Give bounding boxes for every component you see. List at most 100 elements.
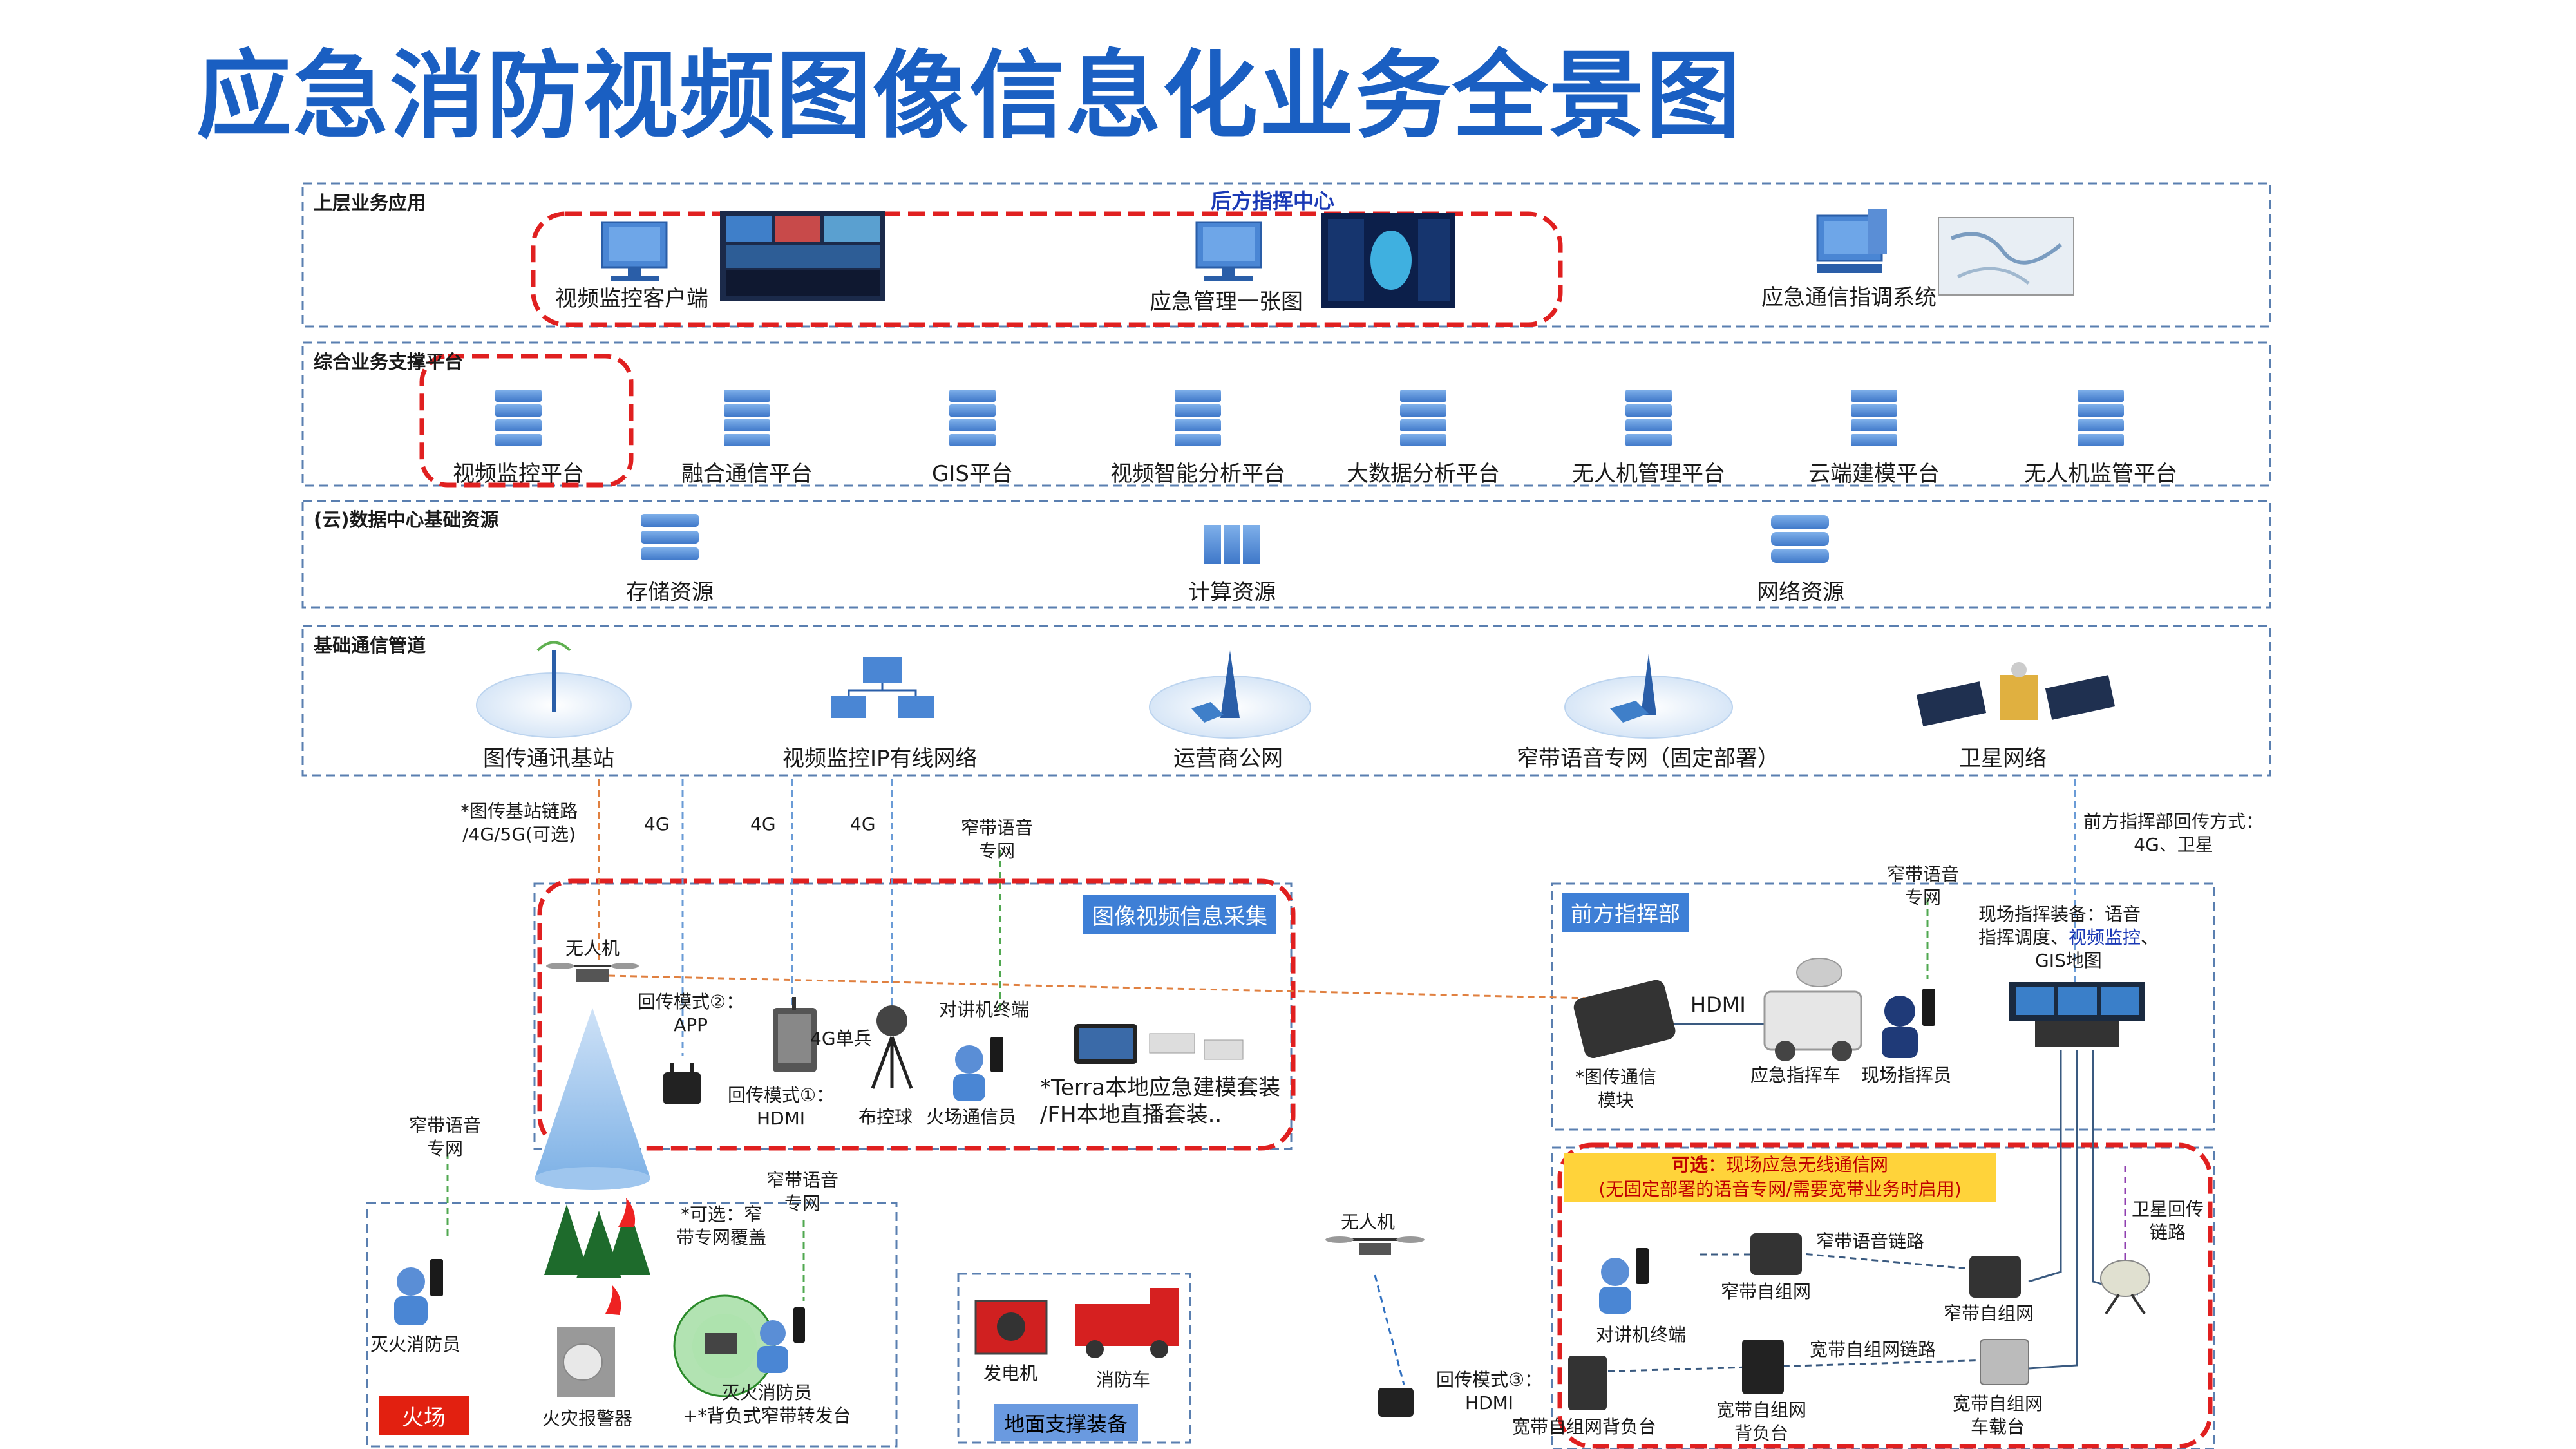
broadband-backpack-icon [1568, 1340, 1784, 1410]
satellite-icon [1916, 662, 2116, 726]
network-resource-icon [1771, 515, 1829, 563]
layer-support-box [301, 341, 2271, 487]
optional-net-outer-box [1551, 1146, 2215, 1449]
collection-header: 图像视频信息采集 [1083, 895, 1276, 934]
ground-box [957, 1273, 1191, 1444]
platform-label: GIS平台 [932, 461, 1013, 487]
comm-staff-label: 火场通信员 [926, 1106, 1017, 1128]
firefighter-comm-icon [953, 1037, 1003, 1101]
highlight-video-platform [419, 354, 634, 488]
narrow-voice-label-4: 窄带语音专网 [766, 1170, 839, 1214]
opt-bb-car-label: 宽带自组网车载台 [1953, 1393, 2043, 1437]
control-ball-icon [871, 1005, 913, 1089]
command-vehicle-icon [1763, 958, 1862, 1061]
opt-nb-link-label: 窄带语音链路 [1816, 1231, 1925, 1252]
compute-icon [1204, 525, 1260, 564]
server-icon [1625, 390, 1672, 446]
front-return-label: 前方指挥部回传方式：4G、卫星 [2083, 811, 2264, 855]
hdmi-label: HDMI [1690, 992, 1746, 1017]
server-icon [724, 390, 770, 446]
remote-controller-icon [663, 1063, 701, 1104]
layer-label-upper: 上层业务应用 [314, 192, 426, 214]
return-app-label: 回传模式②：APP [638, 991, 744, 1036]
opt-bb-back1-label: 宽带自组网背负台 [1512, 1416, 1657, 1437]
tablet-drone-kit-icon [1074, 1024, 1244, 1064]
map-screenshot-icon [1938, 217, 2074, 296]
highlight-collection [537, 878, 1296, 1151]
platform-label: 融合通信平台 [681, 461, 813, 487]
opt-bb-back2-label: 宽带自组网背负台 [1716, 1399, 1807, 1444]
vehicle-label: 应急指挥车 [1750, 1065, 1841, 1086]
page-title: 应急消防视频图像信息化业务全景图 [196, 41, 1742, 151]
firefighter-repeater-label: 灭火消防员+*背负式窄带转发台 [683, 1382, 851, 1426]
drone-coverage-cone [535, 1008, 650, 1179]
firefighter-icon [394, 1259, 443, 1325]
layer-datacenter-box [301, 500, 2271, 609]
front-command-box [1551, 882, 2215, 1131]
base-station-link-label: *图传基站链路/4G/5G(可选) [460, 800, 578, 845]
server-icon [2078, 390, 2124, 446]
fire-scene-box [366, 1202, 898, 1448]
server-icon [1851, 390, 1897, 446]
dc-storage: 存储资源 [626, 580, 714, 605]
drone-icon [1325, 1236, 1425, 1255]
video-wall-photo-icon [720, 211, 885, 301]
satellite-dish-icon [2100, 1260, 2150, 1315]
ball-label: 布控球 [858, 1106, 913, 1128]
platform-label: 大数据分析平台 [1347, 461, 1500, 487]
image-transmission-module-icon [1573, 980, 1676, 1059]
firefighter-label: 灭火消防员 [370, 1334, 461, 1355]
drone-icon [546, 963, 639, 982]
opt-nb2-label: 窄带自组网 [1944, 1303, 2034, 1324]
module-label: *图传通信模块 [1575, 1066, 1657, 1111]
monitor-icon [601, 221, 668, 281]
narrowband-repeater-icon [673, 1294, 776, 1397]
narrowband-adhoc-icon [1750, 1233, 2021, 1298]
pipe-satellite: 卫星网络 [1959, 746, 2047, 772]
lte-label-3: 4G [850, 813, 876, 835]
server-icon [1400, 390, 1446, 446]
layer-label-pipe: 基础通信管道 [314, 634, 426, 656]
return-hdmi-label: 回传模式①：HDMI [728, 1084, 835, 1129]
opt-nb1-label: 窄带自组网 [1721, 1281, 1812, 1302]
layer-pipe-box [301, 625, 2271, 777]
app-emergency-map: 应急管理一张图 [1150, 289, 1303, 315]
pipe-ip-network: 视频监控IP有线网络 [782, 746, 978, 772]
pipe-narrowband: 窄带语音专网（固定部署） [1517, 746, 1779, 772]
field-command-terminal-icon [2009, 982, 2145, 1046]
alarm-label: 火灾报警器 [542, 1408, 633, 1429]
monitor-icon [1195, 221, 1262, 281]
storage-icon [641, 514, 699, 560]
opt-sat-label: 卫星回传链路 [2132, 1198, 2204, 1243]
platform-label: 云端建模平台 [1808, 461, 1940, 487]
broadband-vehicle-unit-icon [1980, 1339, 2029, 1385]
ip-network-icon [831, 657, 934, 718]
narrow-voice-label-3: 窄带语音专网 [409, 1115, 482, 1159]
terra-kit-label: *Terra本地应急建模套装/FH本地直播套装.. [1040, 1075, 1281, 1128]
field-equipment-label: 现场指挥装备：语音 指挥调度、视频监控、 GIS地图 [1978, 904, 2159, 971]
drone2-label: 无人机 [1341, 1211, 1396, 1233]
opt-bb-link-label: 宽带自组网链路 [1810, 1339, 1937, 1360]
server-icon [949, 390, 996, 446]
platform-label: 无人机监管平台 [2024, 461, 2177, 487]
server-icon [495, 390, 542, 446]
platform-label: 无人机管理平台 [1572, 461, 1725, 487]
worker-radio-icon [1599, 1248, 1649, 1314]
server-monitor-icon [1816, 209, 1887, 273]
highlight-command-center [531, 211, 1563, 327]
command-center-label: 后方指挥中心 [1211, 189, 1335, 213]
dc-network: 网络资源 [1757, 580, 1844, 605]
generator-label: 发电机 [983, 1363, 1038, 1384]
ground-support-header: 地面支撑装备 [994, 1404, 1139, 1441]
layer-label-support: 综合业务支撑平台 [314, 351, 464, 373]
platform-label: 视频监控平台 [453, 461, 584, 487]
base-station-cloud-icon [476, 641, 632, 738]
narrow-voice-label-1: 窄带语音专网 [961, 817, 1034, 862]
dc-compute: 计算资源 [1188, 580, 1276, 605]
platform-label: 视频智能分析平台 [1110, 461, 1285, 487]
pipe-operator: 运营商公网 [1173, 746, 1283, 772]
app-emergency-dispatch: 应急通信指调系统 [1761, 285, 1937, 310]
opt-radio-label: 对讲机终端 [1596, 1324, 1687, 1345]
lte-label-2: 4G [750, 813, 776, 835]
